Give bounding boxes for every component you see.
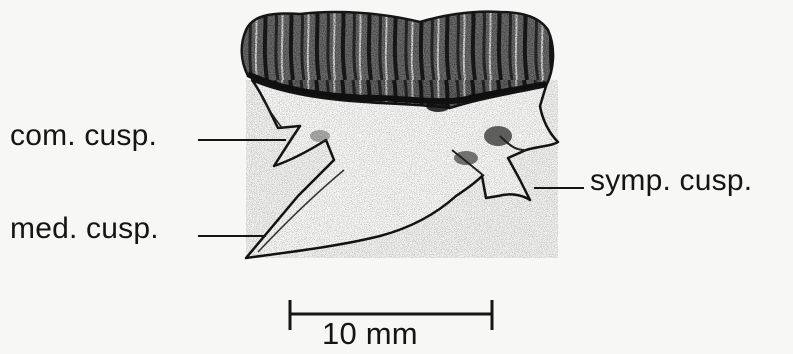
commissural-cusp-label: com. cusp. <box>10 121 157 151</box>
scale-bar-label: 10 mm <box>322 318 418 349</box>
symphyseal-cusp-label: symp. cusp. <box>590 166 752 196</box>
medial-cusp-label: med. cusp. <box>10 214 159 244</box>
tooth-crown <box>246 80 558 258</box>
